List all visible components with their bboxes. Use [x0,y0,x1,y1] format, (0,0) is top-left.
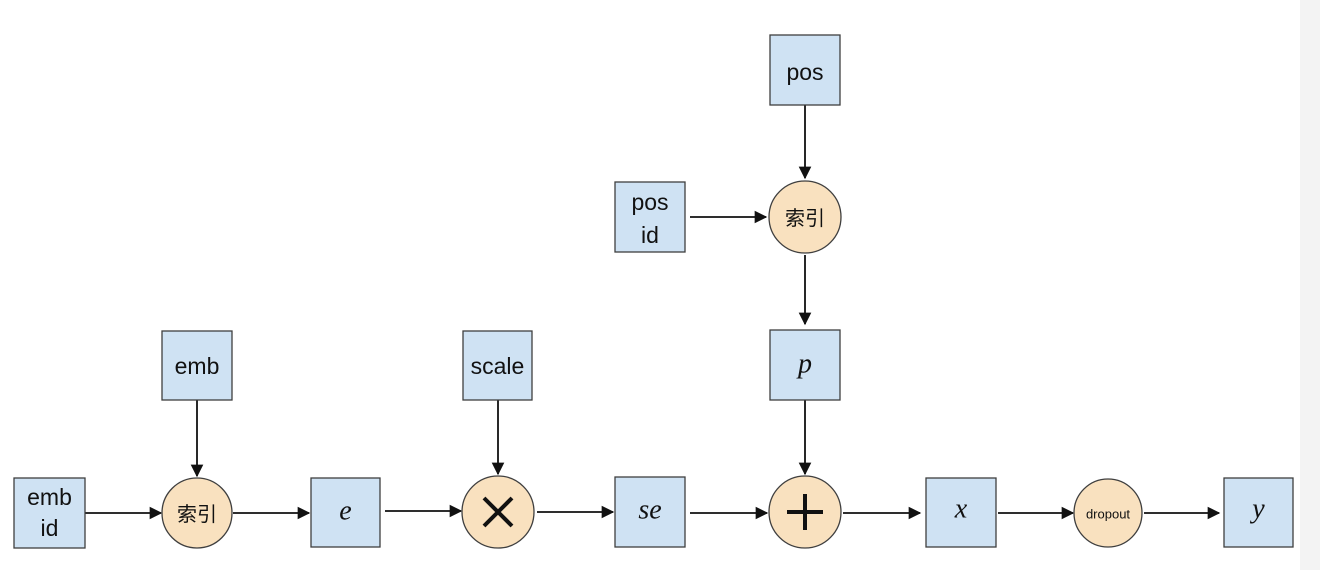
node-se-label: se [638,495,661,526]
node-pos-label: pos [786,59,823,85]
node-dropout: dropout [1073,478,1143,548]
node-y: y [1223,477,1294,548]
node-pos-id: pos id [614,181,686,253]
node-se: se [614,476,686,548]
node-y-label: y [1249,494,1265,525]
node-e: e [310,477,381,548]
node-index-emb: 索引 [161,477,233,549]
node-emb-id-line2: id [41,515,59,541]
node-e-label: e [339,496,351,527]
node-pos-id-line2: id [641,222,659,248]
multiply-icon [482,496,514,528]
node-emb-id-line1: emb [27,484,72,510]
node-scale: scale [462,330,533,401]
plus-icon [787,494,823,530]
node-index-emb-label: 索引 [177,502,217,526]
node-pos-id-line1: pos [631,189,668,215]
node-x: x [925,477,997,548]
node-p: p [769,329,841,401]
page-edge-strip [1300,0,1320,570]
node-add [768,475,842,549]
node-x-label: x [954,494,968,525]
node-scale-label: scale [471,353,525,379]
node-index-pos: 索引 [768,180,842,254]
node-emb-label: emb [175,353,220,379]
edges [85,105,1221,520]
node-dropout-label: dropout [1086,507,1130,522]
node-pos: pos [769,34,841,106]
node-emb: emb [161,330,233,401]
node-p-label: p [796,349,812,380]
node-multiply [461,475,535,549]
node-emb-id: emb id [13,477,86,549]
node-index-pos-label: 索引 [785,206,825,230]
